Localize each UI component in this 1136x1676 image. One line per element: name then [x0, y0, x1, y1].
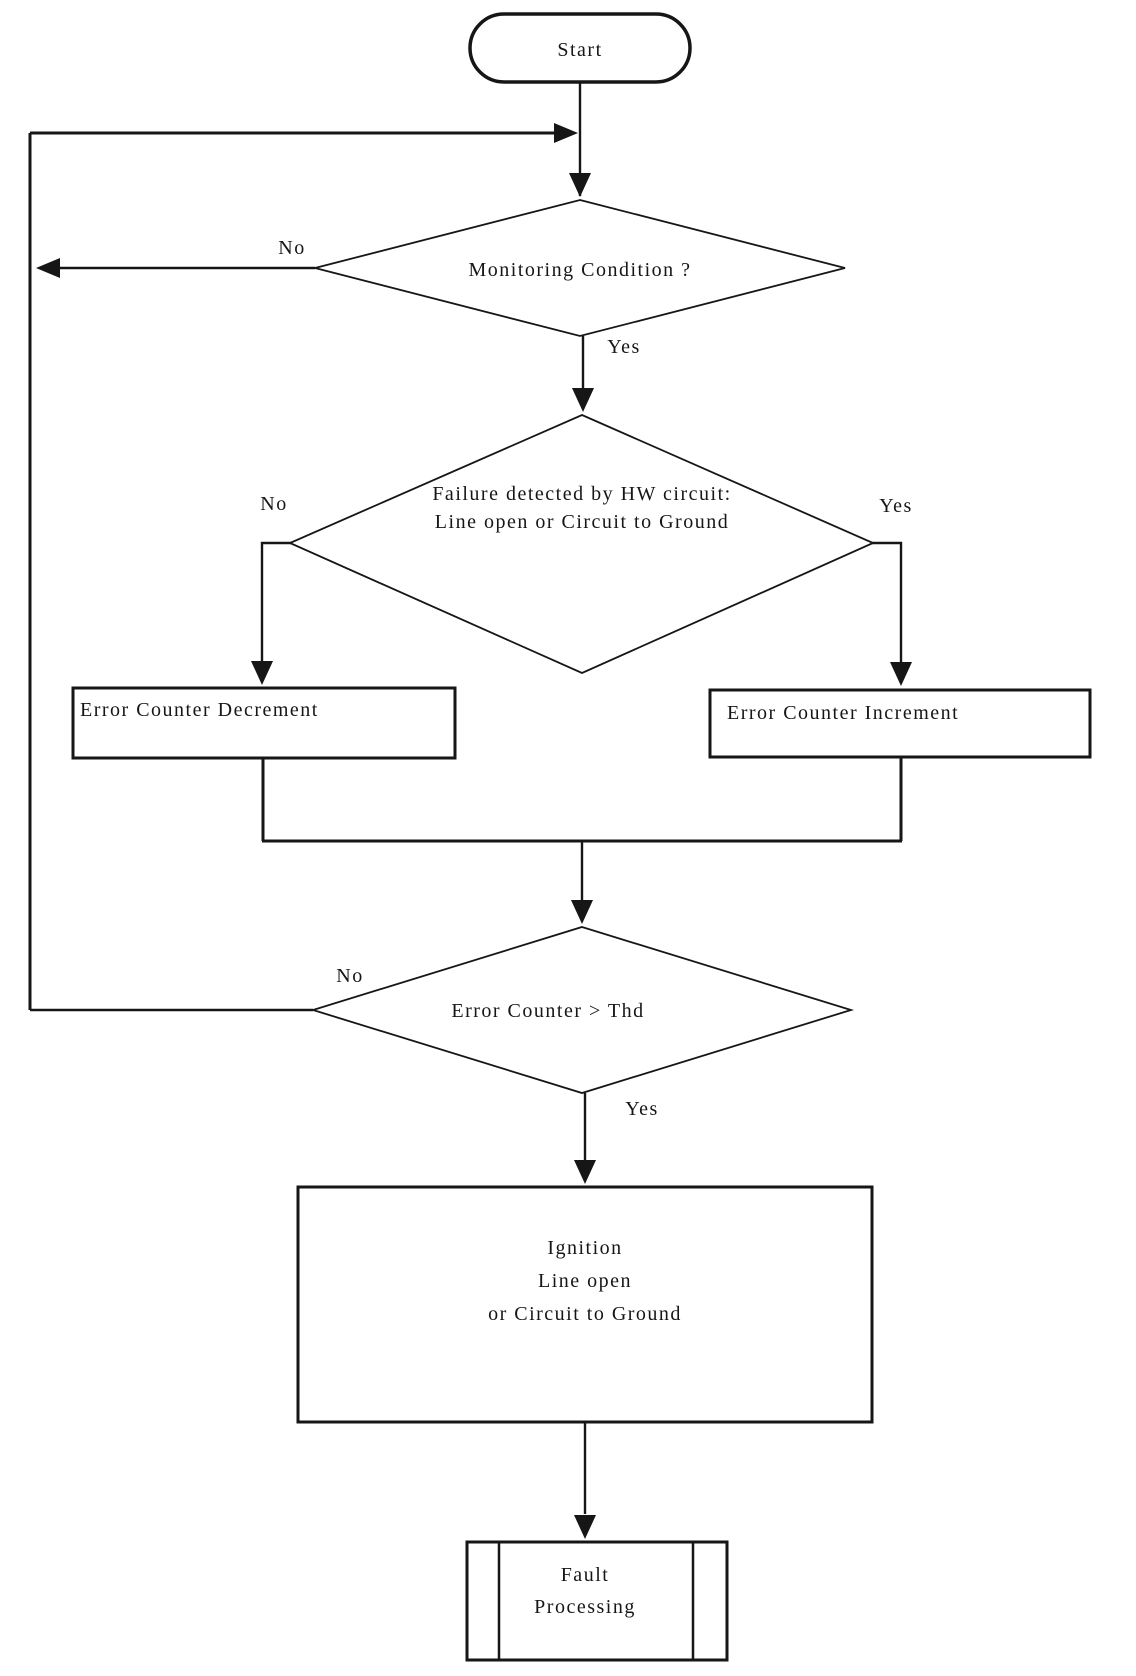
error-counter-decrement-label: Error Counter Decrement — [80, 699, 319, 721]
ignition-label-line2: Line open — [538, 1270, 632, 1292]
fault-label-line2: Processing — [534, 1596, 636, 1618]
monitoring-yes-label: Yes — [607, 336, 641, 358]
monitoring-condition-label: Monitoring Condition ? — [469, 259, 692, 281]
arrowhead-into-fault — [574, 1515, 596, 1539]
monitoring-condition-decision — [314, 199, 846, 337]
arrowhead-into-failure — [572, 388, 594, 412]
start-label: Start — [557, 39, 602, 61]
arrowhead-into-monitoring — [569, 173, 591, 197]
arrowhead-into-decrement — [251, 661, 273, 685]
arrowhead-right-loop-junction — [554, 123, 578, 143]
ignition-label-line1: Ignition — [547, 1237, 622, 1259]
failure-yes-label: Yes — [879, 495, 913, 517]
nodes — [71, 12, 1092, 1662]
edge-failure-no — [260, 541, 292, 662]
edges — [28, 82, 903, 1514]
threshold-no-label: No — [336, 965, 363, 987]
failure-label-line2: Line open or Circuit to Ground — [435, 511, 729, 533]
error-counter-decrement-box — [71, 686, 457, 760]
error-counter-threshold-decision — [309, 926, 855, 1094]
arrowhead-into-ignition — [574, 1160, 596, 1184]
ignition-label-line3: or Circuit to Ground — [488, 1303, 682, 1325]
fault-processing-box — [465, 1540, 729, 1662]
threshold-label: Error Counter > Thd — [451, 1000, 644, 1022]
monitoring-no-label: No — [278, 237, 305, 259]
start-node — [468, 12, 692, 84]
fault-label-line1: Fault — [561, 1564, 610, 1586]
threshold-yes-label: Yes — [625, 1098, 659, 1120]
failure-no-label: No — [260, 493, 287, 515]
failure-detected-decision — [287, 414, 876, 674]
arrowheads — [36, 123, 912, 1539]
arrowhead-into-threshold — [571, 900, 593, 924]
labels: Start No Monitoring Condition ? Yes No Y… — [80, 39, 959, 1618]
error-counter-increment-label: Error Counter Increment — [727, 702, 959, 724]
edge-failure-yes — [871, 541, 903, 663]
ignition-box — [296, 1185, 874, 1424]
arrowhead-into-increment — [890, 662, 912, 686]
arrowhead-monitoring-no — [36, 258, 60, 278]
failure-label-line1: Failure detected by HW circuit: — [432, 483, 731, 505]
error-counter-increment-box — [708, 688, 1092, 759]
